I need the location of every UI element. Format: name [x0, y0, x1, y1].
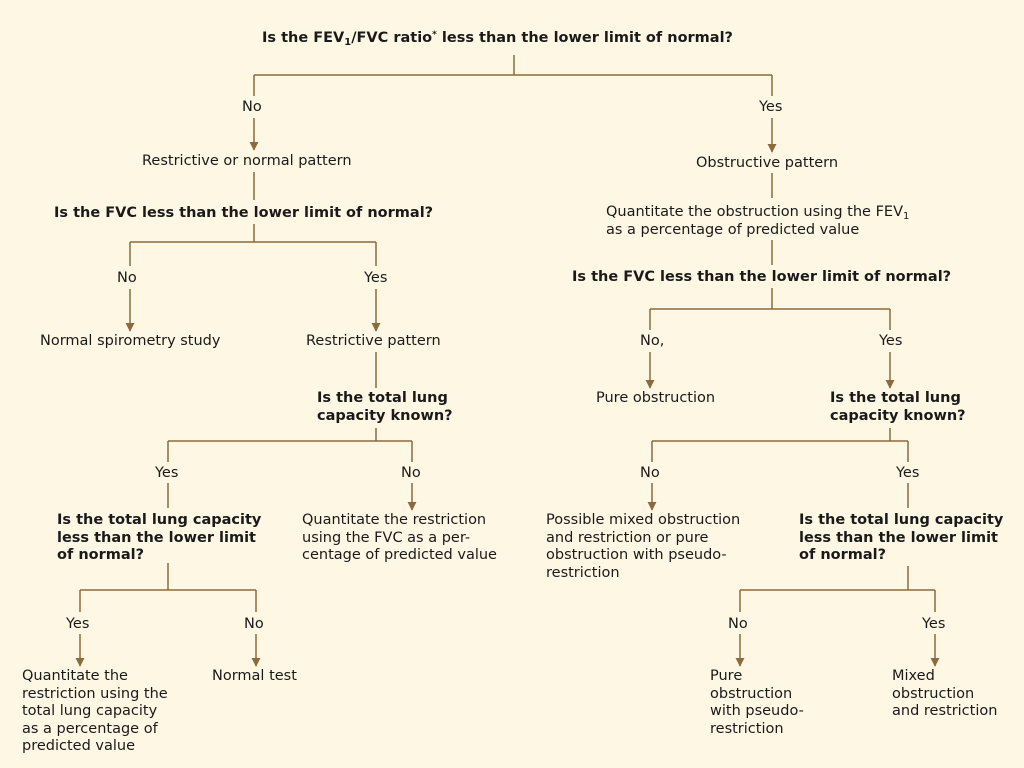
tlc-less-yes-label-left: Yes — [66, 616, 90, 632]
tlc-no-label-left: No — [401, 465, 421, 481]
quantitate-tlc-line: restriction using the — [22, 685, 168, 702]
quantitate-obstruction-line1-text: Quantitate the obstruction using the FEV — [606, 204, 904, 220]
possible-mixed-obstruction: Possible mixed obstruction and restricti… — [546, 512, 740, 582]
top-question-post: less than the lower limit of normal? — [436, 30, 733, 46]
quantitate-obstruction-line2: as a percentage of predicted value — [606, 221, 860, 238]
mixed-obstruction-line: obstruction — [892, 685, 975, 702]
quantitate-tlc-line: predicted value — [22, 738, 135, 754]
quantitate-restriction-tlc: Quantitate the restriction using the tot… — [22, 668, 168, 756]
tlc-no-label-right: No — [640, 465, 660, 481]
tlc-less-question-right: Is the total lung capacity less than the… — [799, 512, 1003, 565]
quantitate-fvc-line: centage of predicted value — [302, 547, 497, 563]
tlc-known-q-line: capacity known? — [317, 407, 453, 424]
tlc-known-q-line: capacity known? — [830, 407, 966, 424]
tlc-less-q-line: less than the lower limit — [57, 529, 256, 546]
top-question: Is the FEV1/FVC ratio* less than the low… — [262, 30, 733, 48]
tlc-less-q-line: of normal? — [799, 547, 887, 563]
fvc-yes-label-left: Yes — [364, 270, 388, 286]
normal-spirometry-study: Normal spirometry study — [40, 333, 221, 349]
mixed-obstruction-line: Mixed — [892, 668, 935, 684]
tlc-known-question-left: Is the total lung capacity known? — [317, 390, 453, 425]
quantitate-obstruction-line1: Quantitate the obstruction using the FEV… — [606, 204, 909, 222]
tlc-known-q-line: Is the total lung — [830, 390, 961, 406]
tlc-less-no-label-right: No — [728, 616, 748, 632]
quantitate-tlc-line: total lung capacity — [22, 703, 158, 719]
fvc-yes-label-right: Yes — [879, 333, 903, 349]
fev1-subscript: 1 — [903, 211, 910, 222]
fvc-question-left: Is the FVC less than the lower limit of … — [54, 205, 434, 221]
possible-mixed-line: and restriction or pure — [546, 529, 709, 546]
tlc-less-q-line: less than the lower limit — [799, 529, 998, 546]
tlc-less-yes-label-right: Yes — [922, 616, 946, 632]
tlc-yes-label-left: Yes — [155, 465, 179, 481]
tlc-less-q-line: Is the total lung capacity — [57, 512, 262, 528]
quantitate-restriction-fvc: Quantitate the restriction using the FVC… — [302, 512, 497, 565]
fvc-no-label-left: No — [117, 270, 137, 286]
pure-obstruction-pseudo-line: with pseudo- — [710, 703, 804, 719]
possible-mixed-line: Possible mixed obstruction — [546, 512, 741, 528]
quantitate-fvc-line: using the FVC as a per- — [302, 529, 471, 546]
mixed-obstruction-and-restriction: Mixed obstruction and restriction — [892, 668, 997, 721]
pure-obstruction: Pure obstruction — [596, 390, 716, 406]
possible-mixed-line: restriction — [546, 564, 620, 581]
tlc-known-question-right: Is the total lung capacity known? — [830, 390, 966, 425]
obstructive-pattern: Obstructive pattern — [696, 155, 839, 171]
top-question-pre: Is the FEV — [262, 30, 345, 46]
fvc-question-right: Is the FVC less than the lower limit of … — [572, 269, 952, 285]
top-question-mid: /FVC ratio — [351, 30, 433, 46]
restrictive-pattern: Restrictive pattern — [306, 333, 441, 349]
quantitate-obstruction: Quantitate the obstruction using the FEV… — [606, 204, 909, 239]
tlc-less-q-line: Is the total lung capacity — [799, 512, 1004, 528]
tlc-less-question-left: Is the total lung capacity less than the… — [57, 512, 261, 565]
possible-mixed-line: obstruction with pseudo- — [546, 547, 727, 563]
top-question-sup: * — [432, 30, 437, 40]
normal-test: Normal test — [212, 668, 297, 684]
yes-label: Yes — [759, 99, 783, 115]
tlc-less-q-line: of normal? — [57, 547, 145, 563]
quantitate-tlc-line: Quantitate the — [22, 668, 128, 684]
pure-obstruction-pseudo-restriction: Pure obstruction with pseudo- restrictio… — [710, 668, 804, 738]
top-question-sub: 1 — [344, 37, 352, 48]
mixed-obstruction-line: and restriction — [892, 703, 998, 719]
pure-obstruction-pseudo-line: Pure — [710, 668, 743, 684]
tlc-known-q-line: Is the total lung — [317, 390, 448, 406]
restrictive-or-normal-pattern: Restrictive or normal pattern — [142, 153, 352, 169]
quantitate-tlc-line: as a percentage of — [22, 720, 158, 737]
tlc-less-no-label-left: No — [244, 616, 264, 632]
no-label: No — [242, 99, 262, 115]
fvc-no-label-right: No, — [640, 333, 665, 349]
pure-obstruction-pseudo-line: restriction — [710, 720, 784, 737]
pure-obstruction-pseudo-line: obstruction — [710, 685, 793, 702]
tlc-yes-label-right: Yes — [896, 465, 920, 481]
quantitate-fvc-line: Quantitate the restriction — [302, 512, 487, 528]
